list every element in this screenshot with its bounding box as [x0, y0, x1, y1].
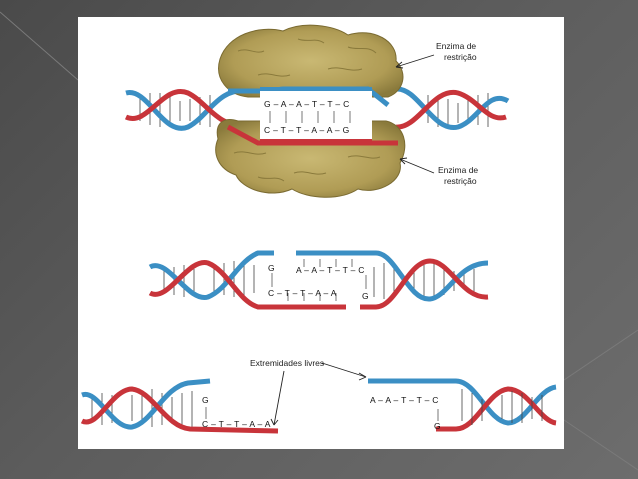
enzyme-bottom-label-line2: restrição	[444, 176, 477, 186]
free-ends-arrow-left	[273, 370, 285, 426]
middle-cut-dna: G C – T – T – A – A A – A – T – T – C G	[148, 250, 489, 310]
slide-canvas: G – A – A – T – T – C C – T – T – A – A …	[78, 17, 564, 449]
enzyme-top	[218, 24, 404, 98]
free-ends-label: Extremidades livres	[250, 358, 324, 368]
enzyme-top-arrow	[395, 54, 435, 68]
mid-right-bottom-sequence: G	[362, 291, 369, 301]
enzyme-bottom-arrow	[399, 158, 435, 174]
bot-left-bottom-sequence: C – T – T – A – A	[202, 419, 271, 429]
mid-right-top-sequence: A – A – T – T – C	[296, 265, 365, 275]
enzyme-top-label-line1: Enzima de	[436, 41, 476, 51]
enzyme-bottom-label-line1: Enzima de	[438, 165, 478, 175]
restriction-enzyme-diagram: G – A – A – T – T – C C – T – T – A – A …	[80, 24, 557, 434]
top-strand-sequence: G – A – A – T – T – C	[264, 99, 350, 109]
bottom-left-fragment: G C – T – T – A – A	[80, 378, 279, 434]
free-ends-arrow-right	[321, 362, 367, 378]
mid-left-top-sequence: G	[268, 263, 275, 273]
bottom-strand-sequence: C – T – T – A – A – G	[264, 125, 350, 135]
bot-left-top-sequence: G	[202, 395, 209, 405]
mid-left-bottom-sequence: C – T – T – A – A	[268, 288, 337, 298]
enzyme-top-label-line2: restrição	[444, 52, 477, 62]
bottom-right-fragment: A – A – T – T – C G	[368, 378, 557, 432]
bot-right-top-sequence: A – A – T – T – C	[370, 395, 439, 405]
top-dna-helix	[124, 86, 510, 131]
bot-right-bottom-sequence: G	[434, 421, 441, 431]
